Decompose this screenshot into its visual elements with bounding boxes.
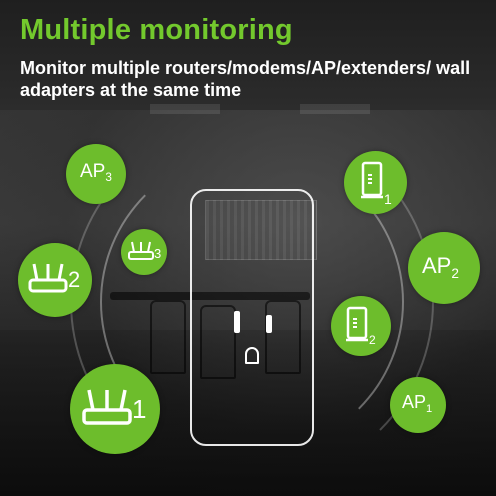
- outlet-ground: [245, 347, 259, 364]
- router-2-number: 2: [68, 267, 81, 292]
- router-icon: [128, 241, 154, 260]
- ap-3-badge: AP3: [66, 144, 126, 204]
- router-1-badge: 1: [70, 364, 160, 454]
- extender-2-badge: 2: [331, 296, 391, 356]
- ap-1-label: AP1: [402, 392, 433, 415]
- router-3-number: 3: [154, 246, 162, 261]
- extender-icon: [346, 306, 368, 342]
- outlet-slot: [234, 311, 240, 333]
- ceiling-light: [300, 104, 370, 114]
- extender-2-number: 2: [369, 333, 376, 347]
- outlet-slot: [266, 315, 272, 333]
- wall-outlet-icon: [190, 189, 314, 446]
- extender-1-badge: 1: [344, 151, 407, 214]
- ceiling: [0, 0, 496, 110]
- router-icon: [82, 389, 132, 425]
- ceiling-light: [150, 104, 220, 114]
- router-3-badge: 3: [121, 229, 167, 275]
- ap-2-badge: AP2: [408, 232, 480, 304]
- ap-3-label: AP3: [80, 161, 112, 185]
- router-1-number: 1: [132, 394, 147, 424]
- page-subtitle: Monitor multiple routers/modems/AP/exten…: [20, 58, 471, 100]
- router-icon: [28, 263, 68, 293]
- router-2-badge: 2: [18, 243, 92, 317]
- ap-1-badge: AP1: [390, 377, 446, 433]
- ap-2-label: AP2: [422, 253, 459, 281]
- extender-1-number: 1: [384, 191, 392, 207]
- page-title: Multiple monitoring: [20, 14, 293, 46]
- extender-icon: [361, 161, 383, 199]
